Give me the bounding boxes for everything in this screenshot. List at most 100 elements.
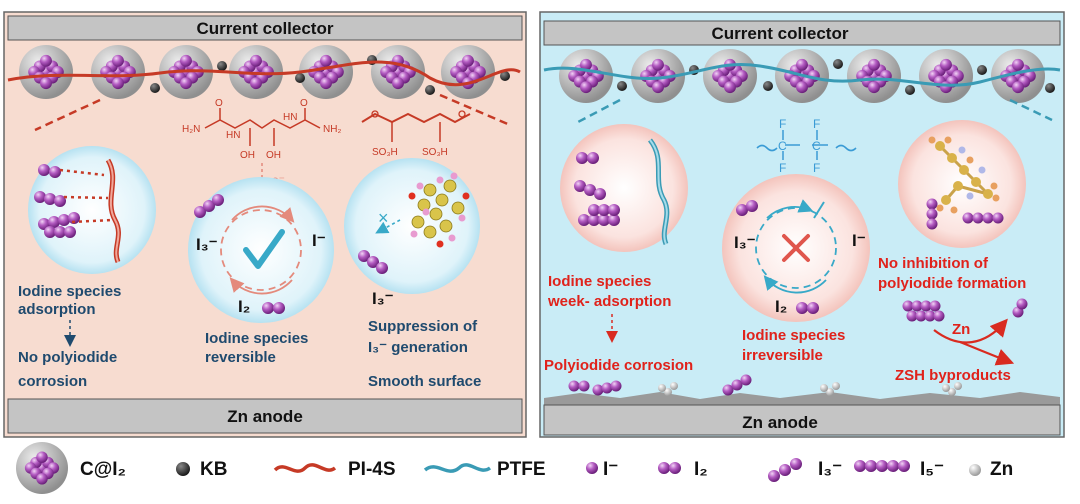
carbon-atom <box>429 207 443 221</box>
iodine-atom <box>608 204 620 216</box>
pi4s-nh2-right: NH₂ <box>323 124 341 135</box>
legend-i-minus-icon <box>586 462 598 474</box>
ptfe-c-2: C <box>812 139 821 153</box>
iodine-atom <box>1012 58 1024 71</box>
carbon-atom <box>411 215 425 229</box>
sulfonate-structural-formula: SO₃H SO₃H <box>361 110 471 158</box>
iodine-atom <box>940 81 952 94</box>
carbon-atom <box>439 219 453 233</box>
right-panel: Current collector Zn anode C C F F F F <box>539 11 1065 438</box>
iodine-atom <box>902 300 914 312</box>
legend-pi4s-icon <box>273 463 337 473</box>
oxygen-atom <box>462 192 470 200</box>
zn-deposit <box>820 384 828 392</box>
fluorine-atom <box>990 182 998 190</box>
right-corrosion-deposits <box>568 374 962 396</box>
iodine-atom <box>608 214 620 226</box>
right-circle2-caption-line2: irreversible <box>742 347 823 364</box>
hydrogen-atom <box>422 208 430 216</box>
iodine-atom <box>911 300 923 312</box>
right-zn-anode-label: Zn anode <box>742 413 818 432</box>
right-weakly-adsorbed-iodine-species <box>574 152 620 226</box>
zn-deposit <box>948 388 956 396</box>
iodine-atom <box>578 380 590 392</box>
legend-kb-icon <box>176 462 190 476</box>
kb-particle <box>295 73 305 83</box>
hydrogen-atom <box>450 172 458 180</box>
hydrogen-atom <box>416 182 424 190</box>
legend-zn-icon <box>969 464 981 476</box>
fluorine-atom <box>928 136 936 144</box>
iodine-atom <box>768 470 780 482</box>
cycle-arrow-top <box>231 205 295 223</box>
iodine-atom <box>584 184 596 196</box>
ptfe-f-4: F <box>813 161 820 175</box>
iodine-atom <box>54 195 66 207</box>
iodine-atom <box>367 256 379 268</box>
carbon-atom <box>451 201 465 215</box>
iodine-atom <box>54 226 66 238</box>
left-current-collector-bar <box>7 15 523 41</box>
left-zoom-circle-suppression <box>344 158 480 294</box>
iodine-atom <box>262 302 274 314</box>
iodine-atom <box>392 77 404 90</box>
iodine-atom <box>34 191 46 203</box>
iodine-atom <box>731 379 743 391</box>
iodine-atom <box>180 54 192 67</box>
iodine-atom <box>40 77 52 90</box>
hydrogen-atom <box>448 234 456 242</box>
ptfe-molecule-model <box>926 136 1004 230</box>
iodine-atom <box>807 302 819 314</box>
right-circle1-caption-line1: Iodine species <box>548 273 651 290</box>
iodine-atom <box>868 81 880 94</box>
legend-i2-icon <box>658 462 681 474</box>
iodine-atom <box>320 77 332 90</box>
cross-mark-icon <box>782 234 810 262</box>
hydrogen-atom <box>958 146 966 154</box>
kb-particle <box>617 81 627 91</box>
right-current-collector-label: Current collector <box>712 24 849 43</box>
carbon-atom <box>423 225 437 239</box>
iodine-atom <box>568 380 580 392</box>
iodine-atom <box>906 310 918 322</box>
iodine-atom <box>926 218 938 230</box>
legend-i5-label: I₅⁻ <box>920 459 944 480</box>
left-zoom-line-1 <box>34 98 101 132</box>
right-circle1-result: Polyiodide corrosion <box>544 357 693 374</box>
right-zn-anode-bar <box>543 404 1061 436</box>
iodine-atom <box>58 214 70 226</box>
iodine-atom <box>920 300 932 312</box>
left-zoom-circle-reversible <box>188 177 334 323</box>
fluorine-atom <box>944 136 952 144</box>
pi4s-nh-left: HN <box>226 130 240 141</box>
irreversible-redox-cycle <box>755 207 837 289</box>
left-zoom-circle-adsorption <box>28 146 156 274</box>
iodine-atom <box>601 382 613 394</box>
iodine-atom <box>112 77 124 90</box>
iodine-atom <box>580 58 592 71</box>
so3h-label-2: SO₃H <box>422 147 448 158</box>
carbon-atom <box>953 181 963 191</box>
left-circle1-result-line1: No polyiodide <box>18 349 117 366</box>
left-panel: Current collector Zn anode H₂N HN HN NH₂… <box>3 11 527 438</box>
iodine-atom <box>926 208 938 220</box>
iodine-atom <box>203 200 215 212</box>
iodine-atom <box>180 77 192 90</box>
iodine-atom <box>64 226 76 238</box>
zn-reaction-arrow <box>933 318 1008 344</box>
right-cycle-label-i-minus: I⁻ <box>852 231 866 250</box>
legend-pi4s-label: PI-4S <box>348 459 396 480</box>
iodine-atom <box>376 262 388 274</box>
carbon-atom <box>443 179 457 193</box>
left-zn-anode-label: Zn anode <box>227 407 303 426</box>
kb-particle <box>833 59 843 69</box>
iodine-atom <box>574 180 586 192</box>
iodine-atom <box>580 81 592 94</box>
adsorption-bond-2 <box>63 195 109 200</box>
adsorption-bond-1 <box>59 168 105 177</box>
iodine-atom <box>740 374 752 386</box>
legend-i5-icon <box>854 460 910 472</box>
left-circle3-caption-line2: I₃⁻ generation <box>368 339 468 356</box>
iodine-atom <box>38 164 50 176</box>
